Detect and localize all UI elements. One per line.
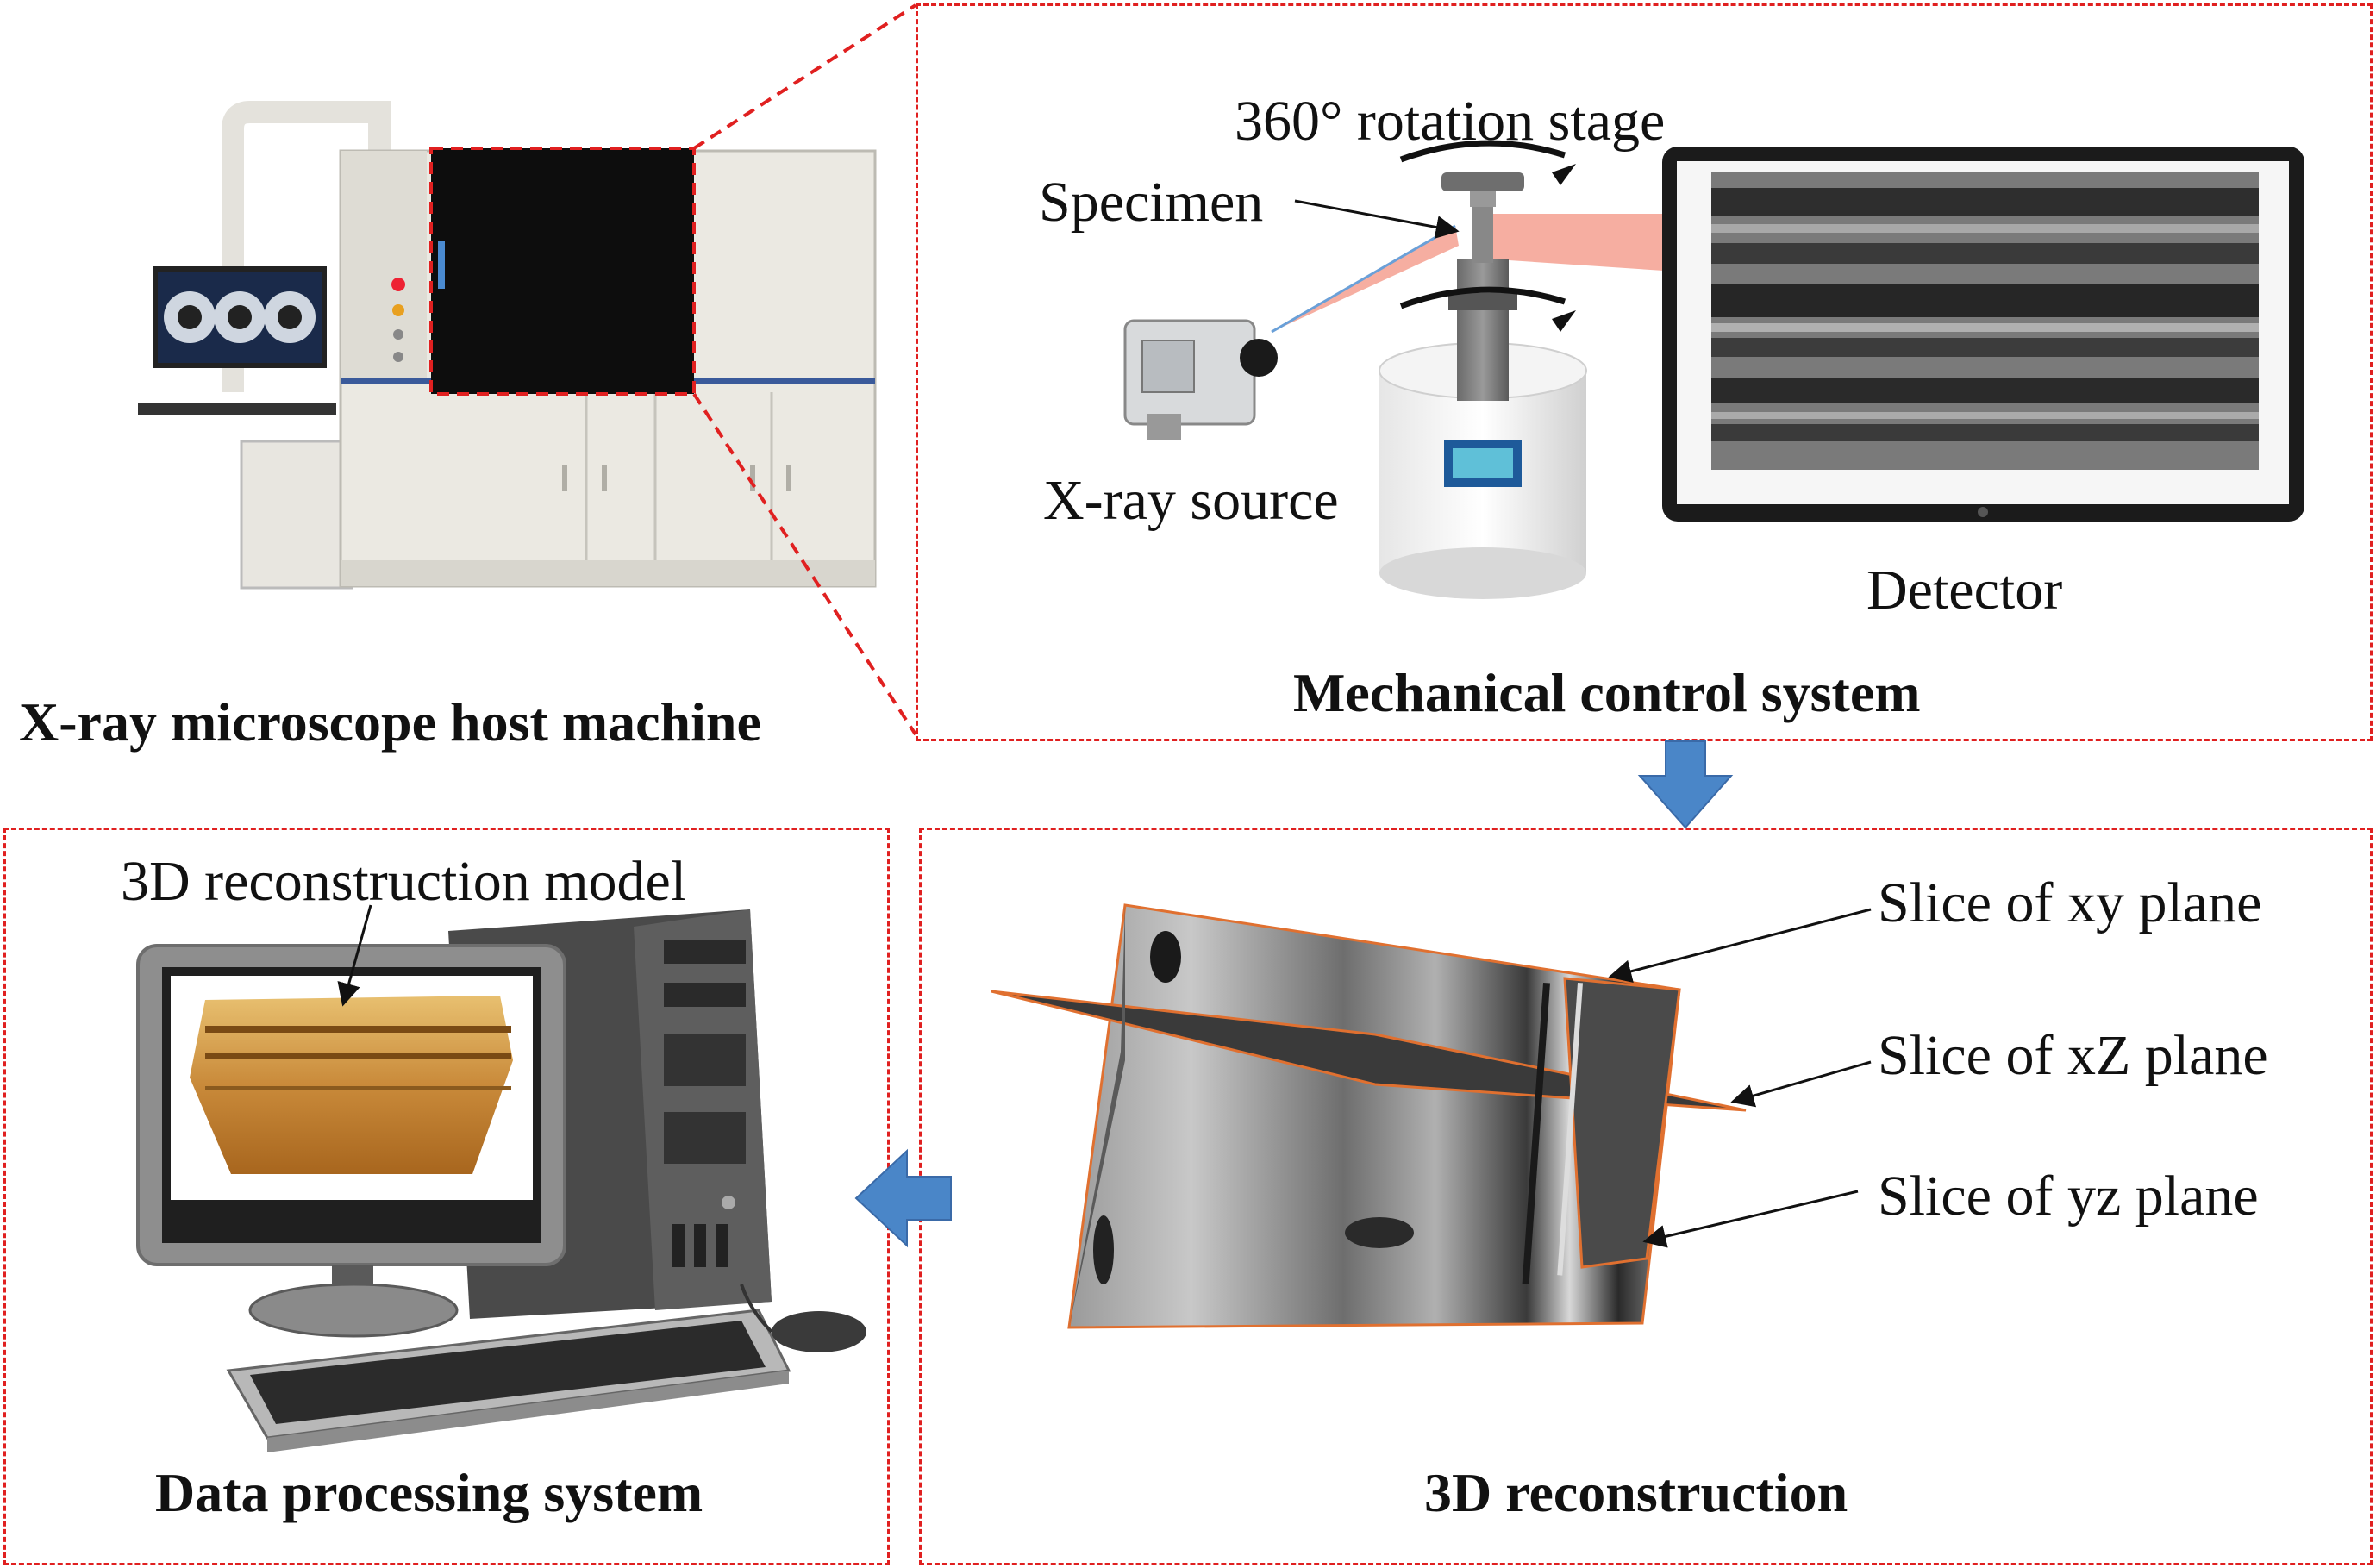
reconstruction-title: 3D reconstruction — [1424, 1462, 1848, 1523]
arrow-down-icon — [1637, 740, 1734, 829]
slice-yz-label: Slice of yz plane — [1878, 1165, 2259, 1228]
host-machine-illustration — [138, 3, 917, 736]
arrow-left-icon — [854, 1148, 952, 1248]
model-label: 3D reconstruction model — [121, 850, 687, 913]
computer-illustration — [136, 904, 866, 1452]
slice-xy-label: Slice of xy plane — [1878, 871, 2262, 934]
host-machine-title: X-ray microscope host machine — [19, 691, 761, 753]
specimen-label: Specimen — [1039, 171, 1264, 234]
slice-xz-label: Slice of xZ plane — [1878, 1024, 2268, 1087]
rotation-stage-label: 360° rotation stage — [1235, 90, 1666, 153]
slice-illustration — [991, 903, 1872, 1329]
processing-title: Data processing system — [155, 1462, 703, 1523]
detector-label: Detector — [1866, 559, 2063, 622]
xray-source-label: X-ray source — [1043, 469, 1339, 532]
mechanical-panel — [916, 3, 2373, 741]
mechanical-illustration — [1123, 140, 2304, 599]
mechanical-title: Mechanical control system — [1293, 662, 1921, 723]
